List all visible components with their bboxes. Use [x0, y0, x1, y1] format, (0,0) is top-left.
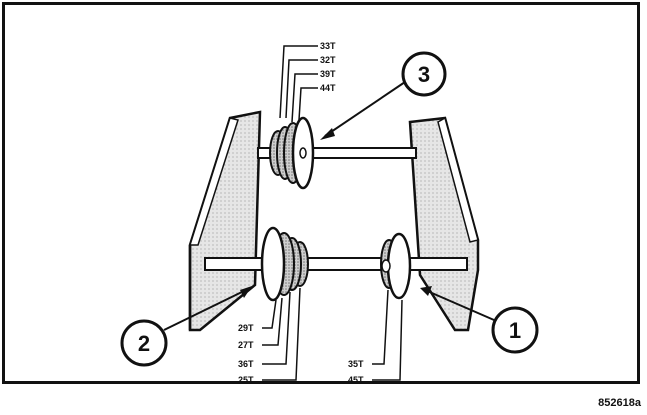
gear-label-27t: 27T [238, 340, 254, 350]
callout-2-number: 2 [138, 331, 150, 356]
figure-border [2, 2, 640, 384]
gear-label-33t: 33T [320, 41, 336, 51]
right-leader-lines [372, 289, 403, 381]
top-shaft [257, 147, 417, 159]
right-support-plate [408, 116, 480, 332]
left-leader-lines [262, 287, 301, 381]
top-leader-lines [279, 45, 318, 123]
gear-label-35t: 35T [348, 359, 364, 369]
callout-2: 2 [120, 286, 252, 367]
callout-1: 1 [420, 286, 539, 354]
gear-label-44t: 44T [320, 83, 336, 93]
gear-label-39t: 39T [320, 69, 336, 79]
top-gear-cluster [269, 116, 315, 190]
right-gear-cluster [380, 232, 412, 300]
left-support-plate [188, 110, 262, 332]
gear-label-25t: 25T [238, 375, 254, 385]
gear-label-32t: 32T [320, 55, 336, 65]
bottom-shaft [204, 257, 468, 271]
callout-3-number: 3 [418, 62, 430, 87]
figure-id-label: 852618a [598, 397, 641, 409]
gear-label-36t: 36T [238, 359, 254, 369]
gear-label-29t: 29T [238, 323, 254, 333]
callout-3: 3 [320, 51, 447, 140]
left-gear-cluster [260, 226, 309, 302]
callout-1-number: 1 [509, 318, 521, 343]
gear-label-45t: 45T [348, 375, 364, 385]
